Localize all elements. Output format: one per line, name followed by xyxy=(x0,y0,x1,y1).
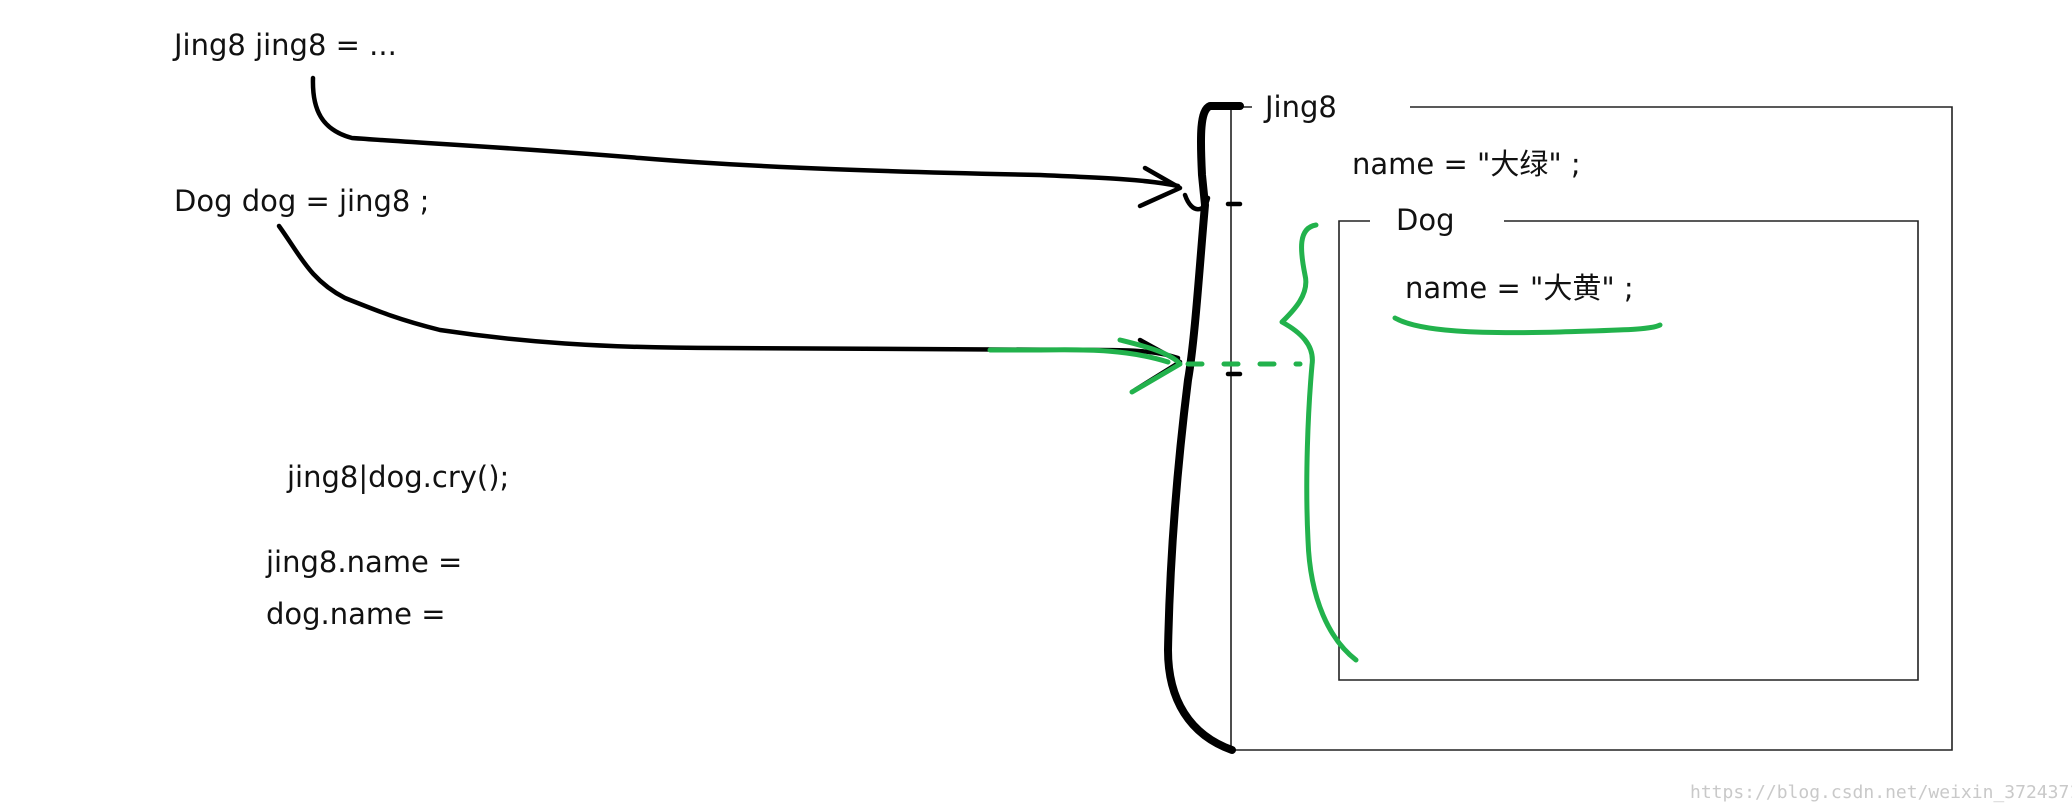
dog-box-title: Dog xyxy=(1396,203,1454,237)
object-extent-bracket xyxy=(1164,102,1244,754)
jing8-declaration: Jing8 jing8 = ... xyxy=(172,28,397,62)
jing8-name-assign: jing8.name = xyxy=(265,545,462,579)
dog-box-frame xyxy=(1338,220,1919,681)
bracket-hook xyxy=(1182,192,1211,212)
green-field-underline xyxy=(1392,315,1663,336)
dog-arrow-line xyxy=(276,223,1181,361)
watermark: https://blog.csdn.net/weixin_37243717 xyxy=(1690,782,2072,803)
green-curly-brace xyxy=(1279,222,1359,663)
dog-name-field: name = "大黄" ; xyxy=(1405,271,1634,305)
jing8-arrow-head xyxy=(1137,165,1183,209)
dog-name-assign: dog.name = xyxy=(266,597,446,631)
jing8-arrow-line xyxy=(310,75,1181,189)
dog-object-box: Dog name = "大黄" ; xyxy=(1338,203,1919,681)
dog-declaration: Dog dog = jing8 ; xyxy=(174,184,429,218)
jing8-name-field: name = "大绿" ; xyxy=(1352,147,1581,181)
jing8-reference-arrow xyxy=(310,75,1183,209)
bracket-stroke xyxy=(1164,102,1244,754)
green-arrow-head xyxy=(1117,337,1183,395)
jing8-box-title: Jing8 xyxy=(1263,90,1337,124)
dog-scope-annotation xyxy=(987,222,1663,663)
green-arrow-line xyxy=(987,347,1171,365)
cry-call: jing8|dog.cry(); xyxy=(286,460,509,494)
dog-reference-arrow xyxy=(276,223,1183,393)
